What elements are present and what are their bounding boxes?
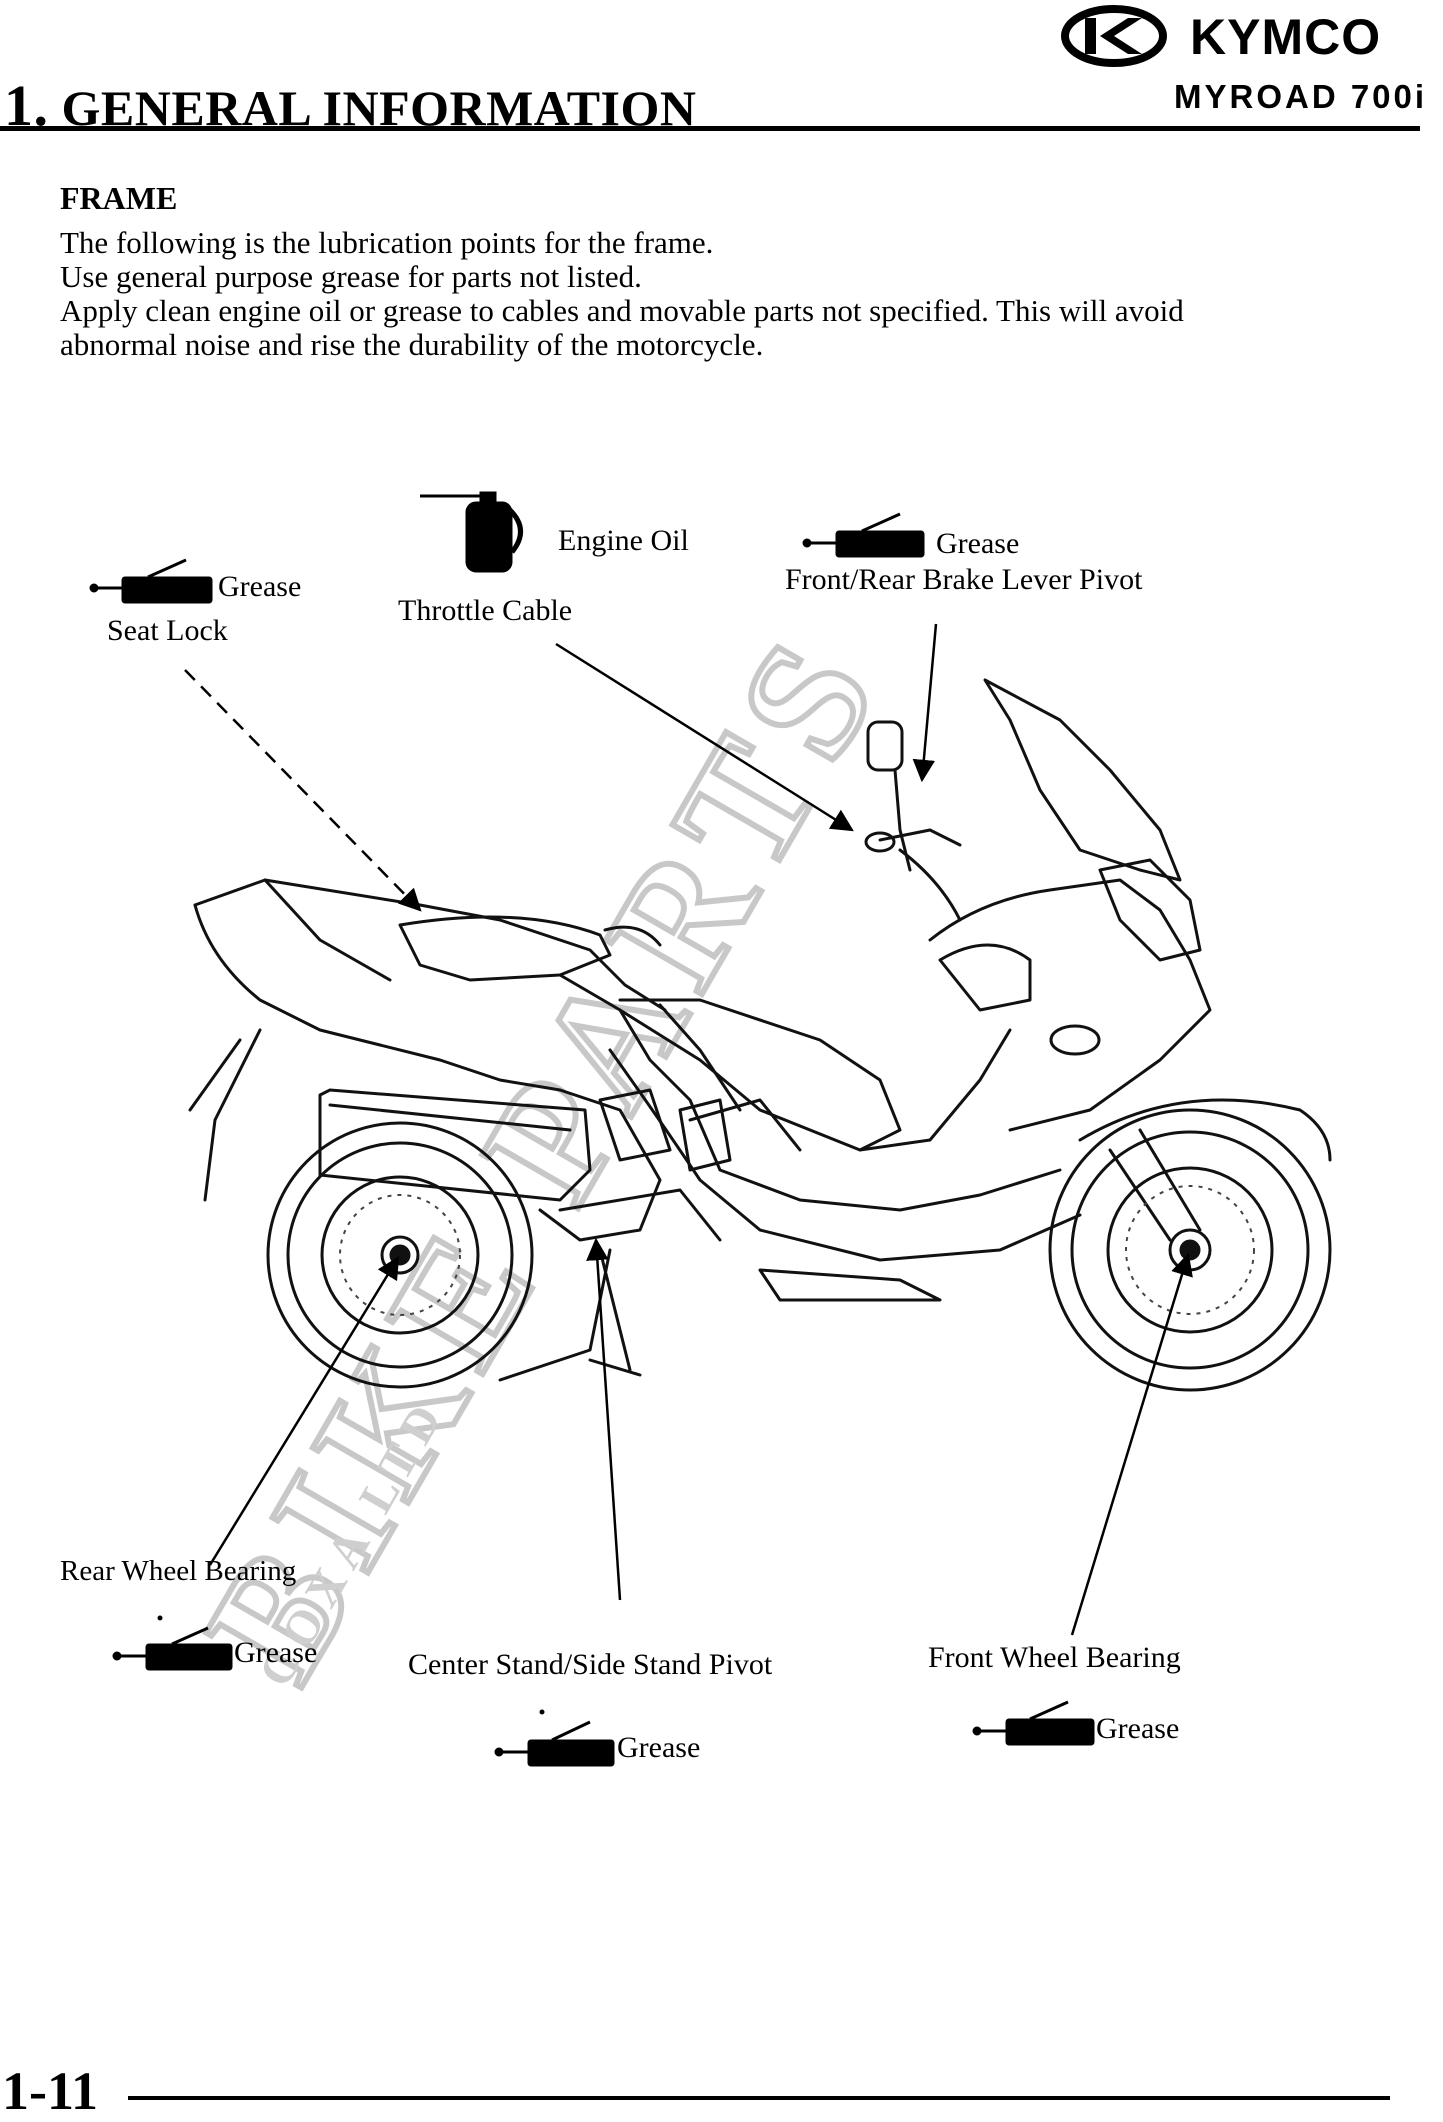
grease-gun-icon xyxy=(494,1709,615,1767)
section-title: FRAME xyxy=(60,180,178,216)
paragraph-line: The following is the lubrication points … xyxy=(60,225,714,260)
stand-pivot-leader xyxy=(586,1237,622,1601)
paragraph-line: Apply clean engine oil or grease to cabl… xyxy=(60,293,1184,328)
page-number: 1-11 xyxy=(2,2061,99,2121)
watermark-main: BIKE PARTS xyxy=(171,598,919,1708)
grease-gun-icon xyxy=(112,1615,233,1671)
rear-wheel-leader xyxy=(208,1256,400,1566)
model-name: MYROAD 700i xyxy=(1174,78,1428,115)
rear-wheel-lube-label: Grease xyxy=(234,1636,318,1669)
throttle-cable-label: Throttle Cable xyxy=(398,594,573,627)
throttle-lube-label: Engine Oil xyxy=(558,524,689,557)
rear-wheel-label: Rear Wheel Bearing xyxy=(60,1555,297,1587)
paragraph-line: abnormal noise and rise the durability o… xyxy=(60,327,764,362)
throttle-leader xyxy=(555,642,854,832)
stand-pivot-label: Center Stand/Side Stand Pivot xyxy=(408,1648,773,1681)
brake-lever-label: Front/Rear Brake Lever Pivot xyxy=(785,563,1143,596)
seat-lock-lube-label: Grease xyxy=(218,570,302,603)
seat-lock-leader xyxy=(184,669,422,912)
paragraph-line: Use general purpose grease for parts not… xyxy=(60,259,642,294)
grease-gun-icon xyxy=(802,512,925,558)
section-paragraph: The following is the lubrication points … xyxy=(60,226,1390,362)
brake-lever-leader xyxy=(912,623,938,783)
brake-lube-label: Grease xyxy=(936,527,1020,560)
grease-gun-icon xyxy=(89,558,213,604)
seat-lock-label: Seat Lock xyxy=(107,614,228,647)
header-divider xyxy=(0,126,1420,131)
oil-can-icon xyxy=(420,491,523,573)
front-wheel-leader xyxy=(1070,1252,1193,1636)
front-wheel-label: Front Wheel Bearing xyxy=(928,1641,1181,1674)
grease-gun-icon xyxy=(972,1700,1095,1746)
footer-divider xyxy=(128,2096,1390,2100)
stand-lube-label: Grease xyxy=(617,1731,701,1764)
brand-name: KYMCO xyxy=(1190,9,1382,65)
front-wheel-lube-label: Grease xyxy=(1096,1712,1180,1745)
